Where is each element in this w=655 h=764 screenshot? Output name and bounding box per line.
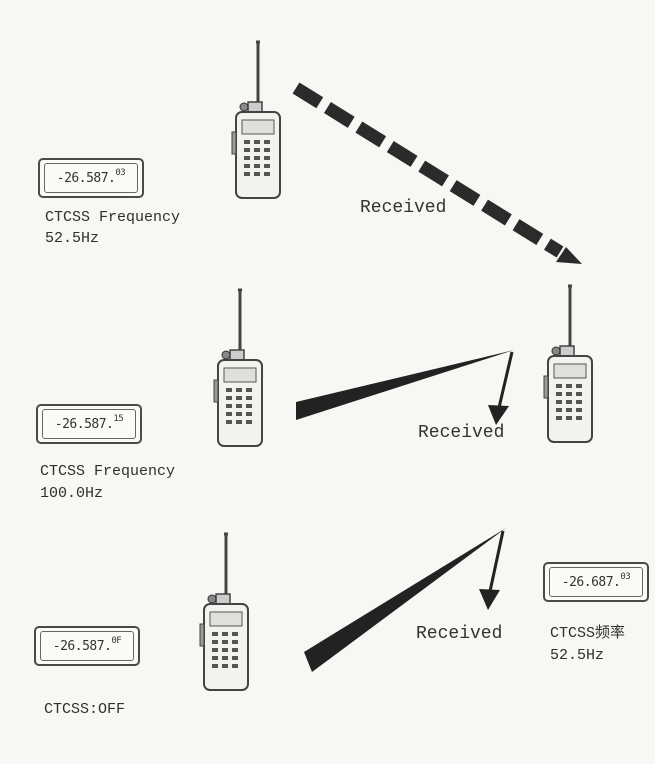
sender-radio-3: [198, 532, 250, 692]
wedge-signal-arrow-1: [296, 350, 514, 425]
lcd-frequency: -26.587.: [56, 170, 116, 186]
wedge-signal-arrow-2: [304, 528, 506, 672]
receiver-label-line2: 52.5Hz: [550, 647, 605, 664]
receiver-lcd-display: -26.687.03: [543, 562, 649, 602]
lcd-frequency: -26.687.: [561, 574, 621, 590]
received-label-2: Received: [418, 423, 505, 443]
lcd-tone-code: 0F: [111, 636, 122, 646]
lcd-tone-code: 03: [620, 572, 631, 582]
sender-radio-2: [212, 288, 264, 448]
sender-2-label-line1: CTCSS Frequency: [40, 463, 176, 480]
sender-2-label-line2: 100.0Hz: [40, 485, 104, 502]
receiver-radio: [542, 284, 594, 444]
sender-2-lcd-display: -26.587.15: [36, 404, 142, 444]
sender-3-label-line1: CTCSS:OFF: [44, 701, 126, 718]
received-label-3: Received: [416, 624, 503, 644]
sender-1-lcd-display: -26.587.03: [38, 158, 144, 198]
lcd-frequency: -26.587.: [54, 416, 114, 432]
received-label-1: Received: [360, 198, 447, 218]
lcd-frequency: -26.587.: [52, 638, 112, 654]
dashed-signal-arrow: [292, 82, 582, 264]
sender-1-label-line2: 52.5Hz: [45, 230, 100, 247]
receiver-label-line1: CTCSS频率: [550, 625, 626, 642]
sender-3-lcd-display: -26.587.0F: [34, 626, 140, 666]
sender-radio-1: [230, 40, 282, 200]
lcd-tone-code: 15: [113, 414, 124, 424]
lcd-tone-code: 03: [115, 168, 126, 178]
sender-1-label-line1: CTCSS Frequency: [45, 209, 181, 226]
